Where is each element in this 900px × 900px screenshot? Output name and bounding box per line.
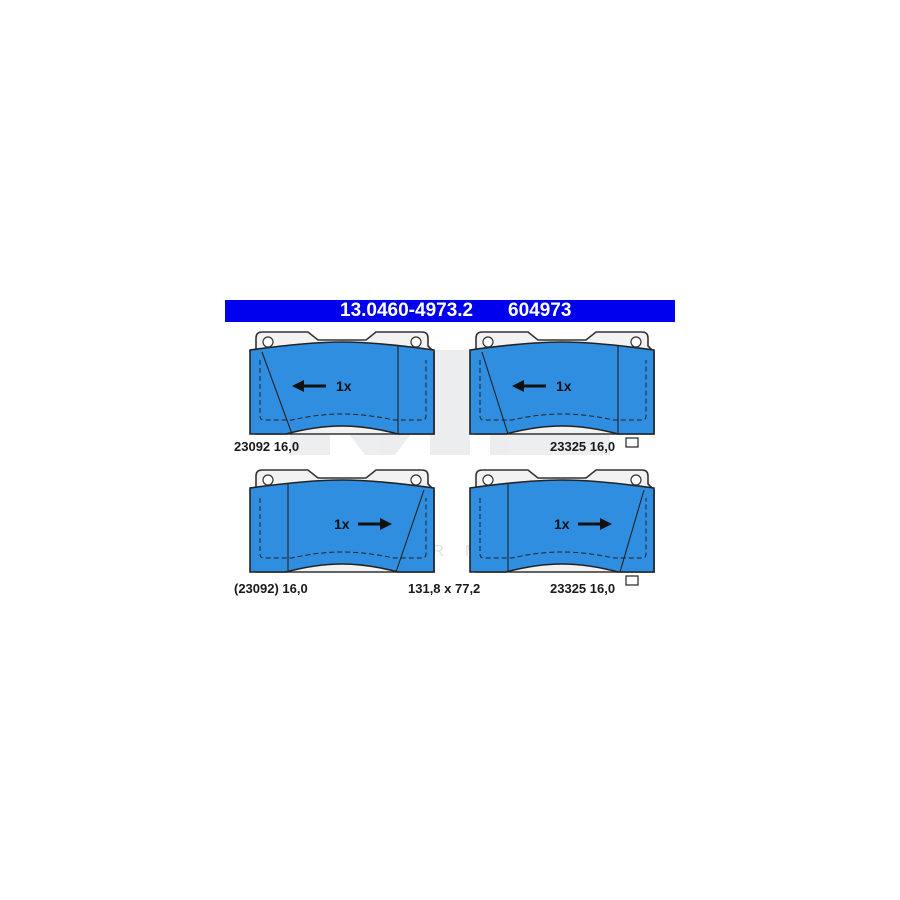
pad-outline-dashed [479,360,647,421]
brake-pad-top-right: 1x [469,331,655,448]
pad-outline-dashed [479,498,647,559]
arrow-right-icon [380,518,392,530]
mount-hole [630,474,642,486]
chamfer-line [395,489,425,573]
article-code: 604973 [508,300,572,321]
arrow-left-icon [512,380,524,392]
pad-label-top-left: 23092 16,0 [234,439,300,454]
wear-indicator-icon [625,437,639,448]
quantity-label: 1x [334,516,350,532]
brake-pad-bottom-right: 1x [469,469,655,586]
brake-pad-top-left: 1x [249,331,435,435]
friction-pad [249,479,435,573]
pad-label-bottom-left: (23092) 16,0 [234,581,308,596]
quantity-label: 1x [554,516,570,532]
friction-pad [469,479,655,573]
chamfer-line [619,489,645,573]
quantity-label: 1x [556,378,572,394]
pad-outline-dashed [259,498,427,559]
mount-hole [410,336,422,348]
pad-label-bottom-right: 23325 16,0 [550,581,616,596]
pad-label-top-right: 23325 16,0 [550,439,616,454]
mount-hole [482,336,494,348]
arrow-left-icon [292,380,304,392]
chamfer-line [261,351,293,435]
pad-outline-dashed [259,360,427,421]
brake-pad-bottom-left: 1x [249,469,435,573]
dimensions-label: 131,8 x 77,2 [408,581,481,596]
wear-indicator-icon [625,575,639,586]
mount-hole [262,474,274,486]
arrow-right-icon [600,518,612,530]
mount-hole [630,336,642,348]
mount-hole [410,474,422,486]
chamfer-line [481,351,509,435]
mount-hole [262,336,274,348]
quantity-label: 1x [336,378,352,394]
friction-pad [249,341,435,435]
part-number: 13.0460-4973.2 [340,300,474,321]
header-bar: 13.0460-4973.2 604973 [225,300,675,322]
mount-hole [482,474,494,486]
friction-pad [469,341,655,435]
